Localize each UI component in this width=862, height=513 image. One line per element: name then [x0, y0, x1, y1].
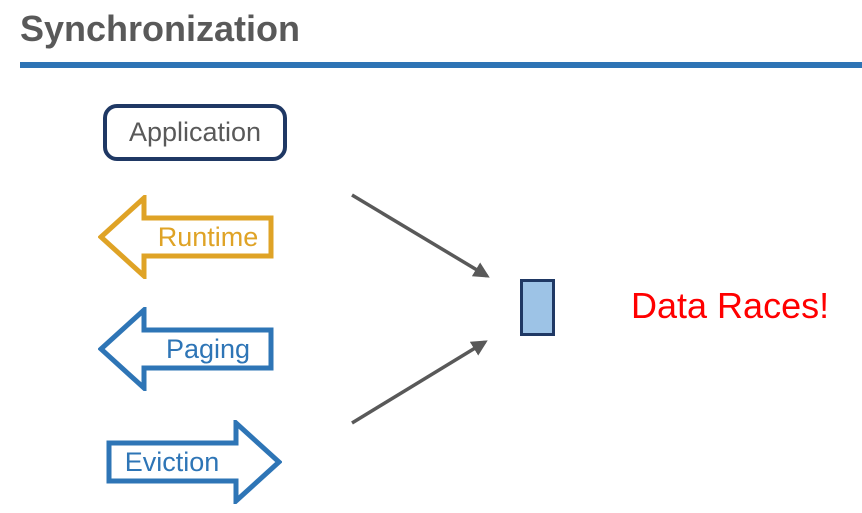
runtime-label: Runtime: [158, 222, 259, 252]
page-title: Synchronization: [20, 8, 301, 49]
eviction-label: Eviction: [125, 447, 220, 477]
title-underline: [20, 62, 862, 68]
paging-label: Paging: [166, 334, 250, 364]
right-arrow-shape: [106, 420, 282, 504]
data-races-label: Data Races!: [631, 285, 830, 326]
connector-arrow-upper: [351, 193, 490, 278]
eviction-block-arrow: Eviction: [106, 420, 282, 504]
left-arrow-shape: [98, 195, 274, 279]
left-arrow-shape: [98, 307, 274, 391]
paging-block-arrow: Paging: [98, 307, 274, 391]
application-box: Application: [103, 104, 287, 161]
application-label: Application: [128, 117, 262, 147]
runtime-block-arrow: Runtime: [98, 195, 274, 279]
shared-page-rect: [520, 279, 555, 336]
connector-arrow-lower: [351, 340, 488, 425]
